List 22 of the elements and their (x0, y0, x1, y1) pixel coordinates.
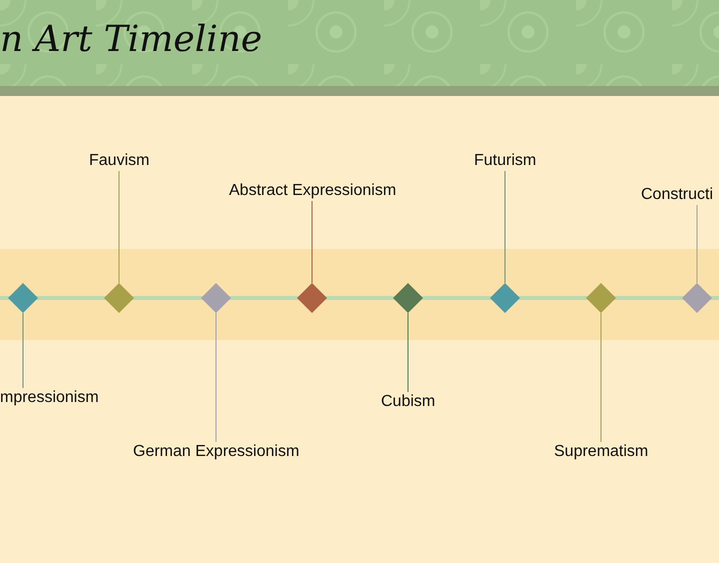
diamond-marker (104, 283, 134, 313)
period-label: mpressionism (0, 388, 99, 408)
leader-line (696, 204, 698, 284)
diamond-marker (490, 283, 520, 313)
diamond-marker (586, 283, 616, 313)
diamond-marker (682, 283, 712, 313)
leader-line (22, 312, 24, 388)
period-label: Abstract Expressionism (229, 181, 396, 201)
period-label: Constructi (641, 185, 714, 205)
leader-line (600, 312, 602, 442)
diamond-marker (201, 283, 231, 313)
diamond-marker (393, 283, 423, 313)
leader-line (118, 170, 120, 284)
diamond-marker (8, 283, 38, 313)
diamond-marker (297, 283, 327, 313)
period-label: German Expressionism (133, 442, 300, 462)
period-label: Futurism (474, 151, 536, 171)
period-label: Fauvism (89, 151, 150, 171)
title: n Art Timeline (0, 18, 262, 62)
leader-line (504, 170, 506, 284)
period-label: Cubism (381, 392, 436, 412)
period-label: Suprematism (554, 442, 648, 462)
